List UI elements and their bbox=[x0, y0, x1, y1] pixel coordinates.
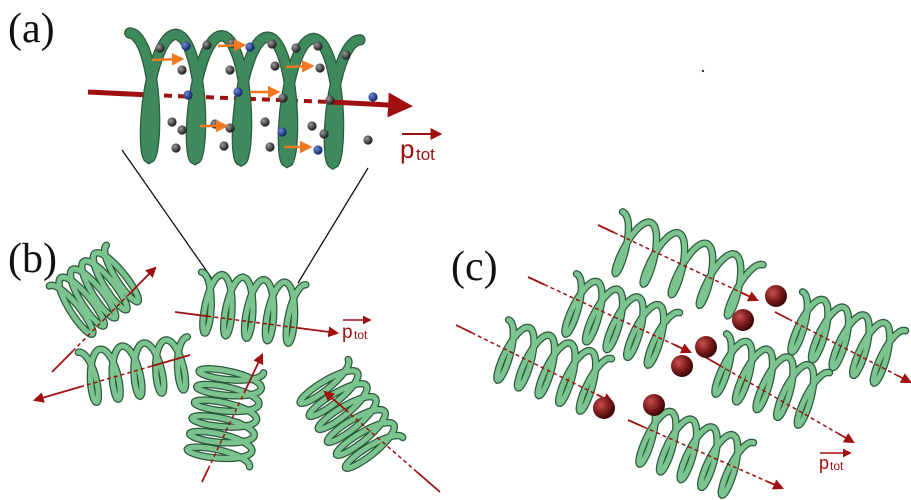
momentum-symbol-a: p bbox=[400, 134, 414, 164]
axis-c6-tail bbox=[628, 420, 643, 427]
momentum-label-b: p tot bbox=[342, 320, 370, 343]
atom-dark bbox=[313, 41, 322, 50]
ligand-sphere bbox=[695, 336, 717, 358]
atom-dark bbox=[202, 40, 211, 49]
helix-c2 bbox=[791, 292, 906, 383]
panel-b bbox=[35, 245, 440, 492]
atom-dark bbox=[341, 50, 350, 59]
panel-c-label: (c) bbox=[451, 244, 498, 290]
axis-c3-head bbox=[674, 345, 690, 353]
momentum-symbol-c: p bbox=[819, 453, 829, 473]
zoom-connector-left bbox=[122, 150, 215, 283]
axis-c6-head bbox=[767, 481, 782, 488]
axis-b2-head bbox=[35, 387, 82, 401]
helix-a bbox=[130, 33, 360, 163]
axis-c2-tail bbox=[775, 312, 789, 319]
momentum-symbol-b: p bbox=[342, 322, 353, 343]
axis-b5-tail bbox=[417, 472, 440, 492]
atom-dark bbox=[270, 61, 279, 70]
zoom-connector-right bbox=[298, 168, 368, 283]
atom-dark bbox=[307, 121, 316, 130]
atom-blue bbox=[181, 41, 190, 50]
atom-dark bbox=[177, 125, 186, 134]
momentum-subscript-a: tot bbox=[416, 145, 435, 164]
atom-blue bbox=[183, 90, 192, 99]
atom-dark bbox=[177, 65, 186, 74]
axis-c1-tail bbox=[598, 225, 614, 233]
atom-dark bbox=[225, 123, 234, 132]
panel-a-label: (a) bbox=[8, 6, 55, 52]
atom-dark bbox=[265, 142, 274, 151]
atom-dark bbox=[167, 117, 176, 126]
momentum-subscript-b: tot bbox=[354, 328, 368, 342]
momentum-label-c: p tot bbox=[819, 453, 850, 473]
atom-blue bbox=[277, 127, 286, 136]
spin-arrow bbox=[218, 45, 244, 46]
axis-c2-head bbox=[897, 375, 911, 382]
spin-arrow bbox=[152, 59, 182, 60]
axis-c4-tail bbox=[456, 325, 472, 333]
atom-dark bbox=[267, 39, 276, 48]
atom-dark bbox=[225, 65, 234, 74]
axis-c1-head bbox=[741, 293, 757, 301]
ligand-sphere bbox=[643, 394, 665, 416]
atom-dark bbox=[219, 141, 228, 150]
atom-dark bbox=[155, 43, 164, 52]
atom-dark bbox=[325, 95, 334, 104]
atom-dark bbox=[291, 43, 300, 52]
axis-c5-head bbox=[838, 434, 853, 443]
ligand-sphere bbox=[671, 355, 693, 377]
stray-dot bbox=[702, 70, 704, 72]
atom-dark bbox=[315, 63, 324, 72]
atom-blue bbox=[245, 42, 254, 51]
ligand-sphere bbox=[593, 397, 615, 419]
atom-blue bbox=[233, 87, 242, 96]
axis-b1-tail bbox=[52, 351, 73, 372]
atom-blue bbox=[368, 92, 377, 101]
spin-arrow bbox=[286, 66, 312, 67]
axis-c3-tail bbox=[528, 277, 544, 285]
atom-dark bbox=[363, 135, 372, 144]
atom-dark bbox=[260, 117, 269, 126]
ligand-sphere bbox=[765, 285, 787, 307]
momentum-label-a: p tot bbox=[400, 134, 440, 164]
atom-dark bbox=[278, 93, 287, 102]
atom-dark bbox=[171, 143, 180, 152]
atom-blue bbox=[313, 145, 322, 154]
axis-a-tail bbox=[88, 92, 150, 95]
atom-dark bbox=[319, 129, 328, 138]
axis-b4-tail bbox=[202, 469, 208, 482]
ligand-sphere bbox=[732, 309, 754, 331]
axis-c5-tail bbox=[705, 357, 720, 366]
momentum-subscript-c: tot bbox=[830, 459, 844, 473]
axis-b3-head bbox=[297, 328, 338, 333]
panel-a bbox=[88, 33, 408, 163]
panel-b-label: (b) bbox=[8, 236, 57, 282]
